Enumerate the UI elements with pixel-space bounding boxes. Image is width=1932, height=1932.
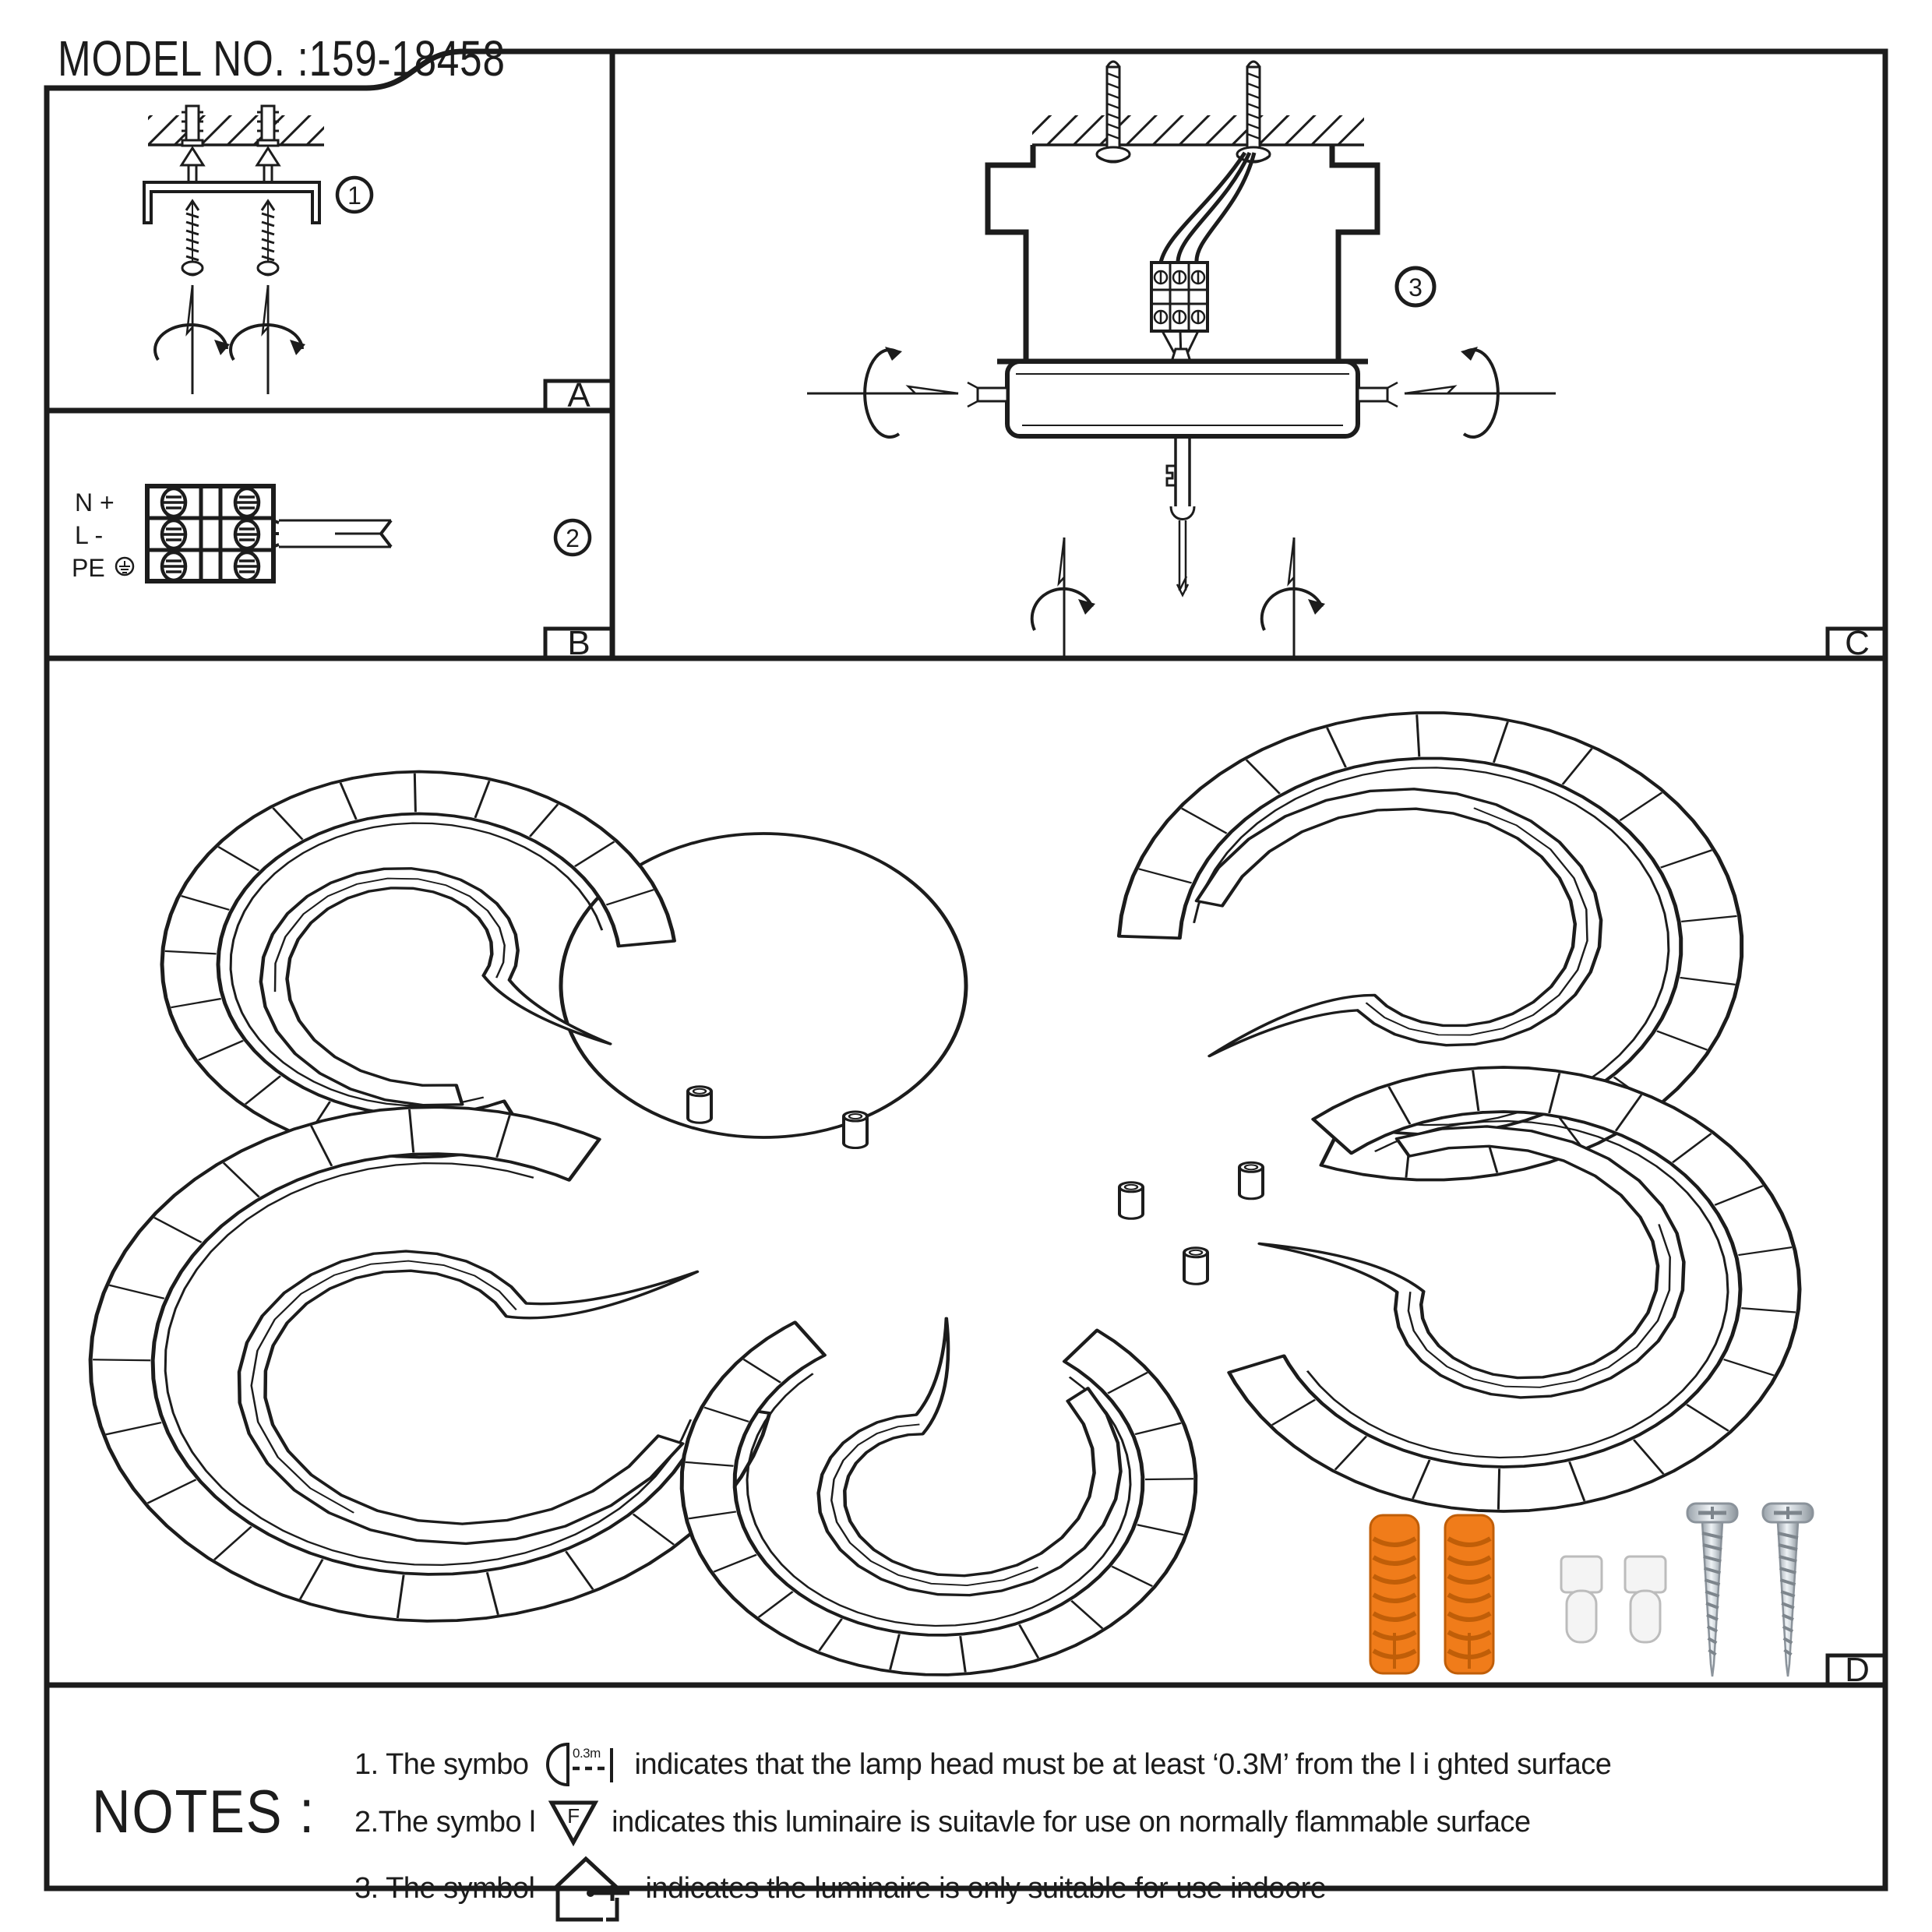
panel-label-d: D [1845, 1651, 1870, 1689]
min-distance-0.3m-icon: 0.3m [545, 1743, 613, 1786]
mounting-bracket [143, 181, 321, 224]
supply-wires [1158, 151, 1257, 263]
note-2-prefix: 2.The symbo l [354, 1805, 536, 1839]
note-3-suffix: indicates the luminaire is only suitable… [645, 1871, 1327, 1905]
rotation-arrow [229, 284, 307, 396]
outer-border [44, 48, 1888, 1891]
panel-label-c: C [1845, 624, 1870, 662]
included-hardware [1369, 1502, 1814, 1677]
ceiling-hatch [1032, 115, 1364, 144]
terminal-label-earth: PE [72, 554, 105, 582]
canopy-side-screw [976, 386, 1009, 403]
rotation-arrow [153, 284, 231, 396]
wire-connector-cap [1624, 1555, 1667, 1594]
bracket-profile-right [1329, 145, 1380, 360]
tab-c-box [1825, 626, 1885, 658]
panel-b-wiring-diagram: N + L - PE 2 [72, 484, 592, 583]
terminal-label-live: L - [75, 521, 103, 549]
step-2-badge: 2 [553, 518, 592, 557]
bracket-profile-left [985, 145, 1036, 360]
step-3-number: 3 [1408, 273, 1423, 301]
ceiling-screw-icon [1095, 60, 1131, 164]
panel-label-a: A [567, 376, 591, 414]
screw-icon [256, 199, 280, 277]
note-3-prefix: 3. The symbol [354, 1871, 535, 1905]
notes-title: NOTES : [92, 1777, 316, 1846]
note-line-2: 2.The symbo l F indicates this luminaire… [354, 1798, 1531, 1846]
step-1-badge: 1 [335, 175, 374, 214]
step-3-badge: 3 [1394, 266, 1437, 308]
note-line-1: 1. The symbo 0.3m indicates that the lam… [354, 1739, 1612, 1790]
panel-c-canopy-mounting-diagram: 3 [806, 60, 1557, 660]
step-2-number: 2 [566, 524, 580, 552]
cable-break [1176, 576, 1190, 598]
ceiling-hatch [148, 115, 324, 144]
step-1-number: 1 [347, 182, 361, 210]
ceiling-screw-icon [1236, 60, 1271, 164]
note-line-3: 3. The symbol indicates the luminaire is… [354, 1853, 1327, 1924]
flammable-surface-F-icon: F [548, 1800, 599, 1846]
canopy-side-screw [1356, 386, 1389, 403]
F-letter: F [567, 1804, 579, 1828]
rotation-arrow [1260, 536, 1327, 660]
rotation-arrow [1030, 536, 1097, 660]
screw-icon [181, 199, 204, 277]
tab-d-box [1825, 1653, 1885, 1685]
cable-break [379, 519, 393, 548]
panel-label-b: B [567, 624, 590, 662]
note-1-suffix: indicates that the lamp head must be at … [634, 1747, 1612, 1781]
mains-cable [279, 519, 391, 548]
pendant-stem [1174, 436, 1191, 506]
tab-b-box [543, 626, 612, 658]
terminal-label-neutral: N + [75, 488, 115, 516]
tab-a-box [543, 379, 612, 411]
rotation-arrow [1403, 345, 1557, 439]
wire-connector-cap [1560, 1555, 1603, 1594]
note-1-prefix: 1. The symbo [354, 1747, 529, 1781]
rotation-arrow [806, 345, 960, 439]
earth-ground-icon [115, 556, 135, 576]
distance-value: 0.3m [573, 1746, 601, 1761]
model-number-heading: MODEL NO. :159-18458 [58, 30, 506, 86]
swirl-lamp-line-drawing [88, 711, 1802, 1676]
cable-clip [1165, 464, 1176, 487]
indoor-use-house-icon [553, 1856, 630, 1922]
page-frame [44, 48, 1888, 1891]
note-2-suffix: indicates this luminaire is suitavle for… [612, 1805, 1531, 1839]
panel-a-bracket-mounting-diagram: 1 [143, 104, 374, 396]
